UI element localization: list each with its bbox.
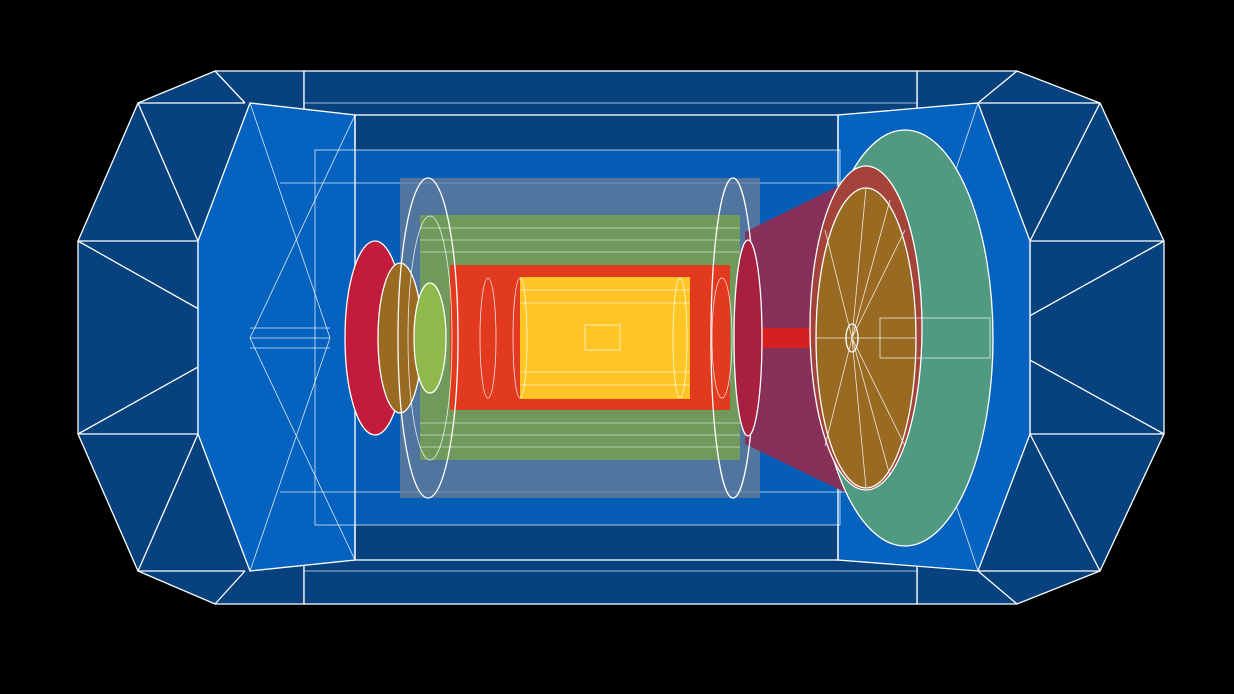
- hcal-layer-lines: [420, 227, 740, 448]
- left-tracker-endplate: [397, 177, 459, 499]
- disk-ring: [512, 277, 528, 399]
- disk-ring: [672, 277, 688, 399]
- inner-tracker-lines: [520, 289, 690, 386]
- left-green-disk: [413, 282, 447, 394]
- right-endcap-hub: [845, 323, 859, 353]
- left-tracker-ring: [407, 215, 453, 461]
- right-green-disk: [711, 277, 733, 399]
- inner-tracker-yellow: [520, 277, 690, 399]
- right-crimson-disk: [733, 239, 763, 437]
- right-endcap-spokes: [816, 187, 916, 489]
- right-beampipe: [879, 317, 991, 359]
- disk-ring: [479, 277, 497, 399]
- vertex-detector-core: [584, 324, 621, 351]
